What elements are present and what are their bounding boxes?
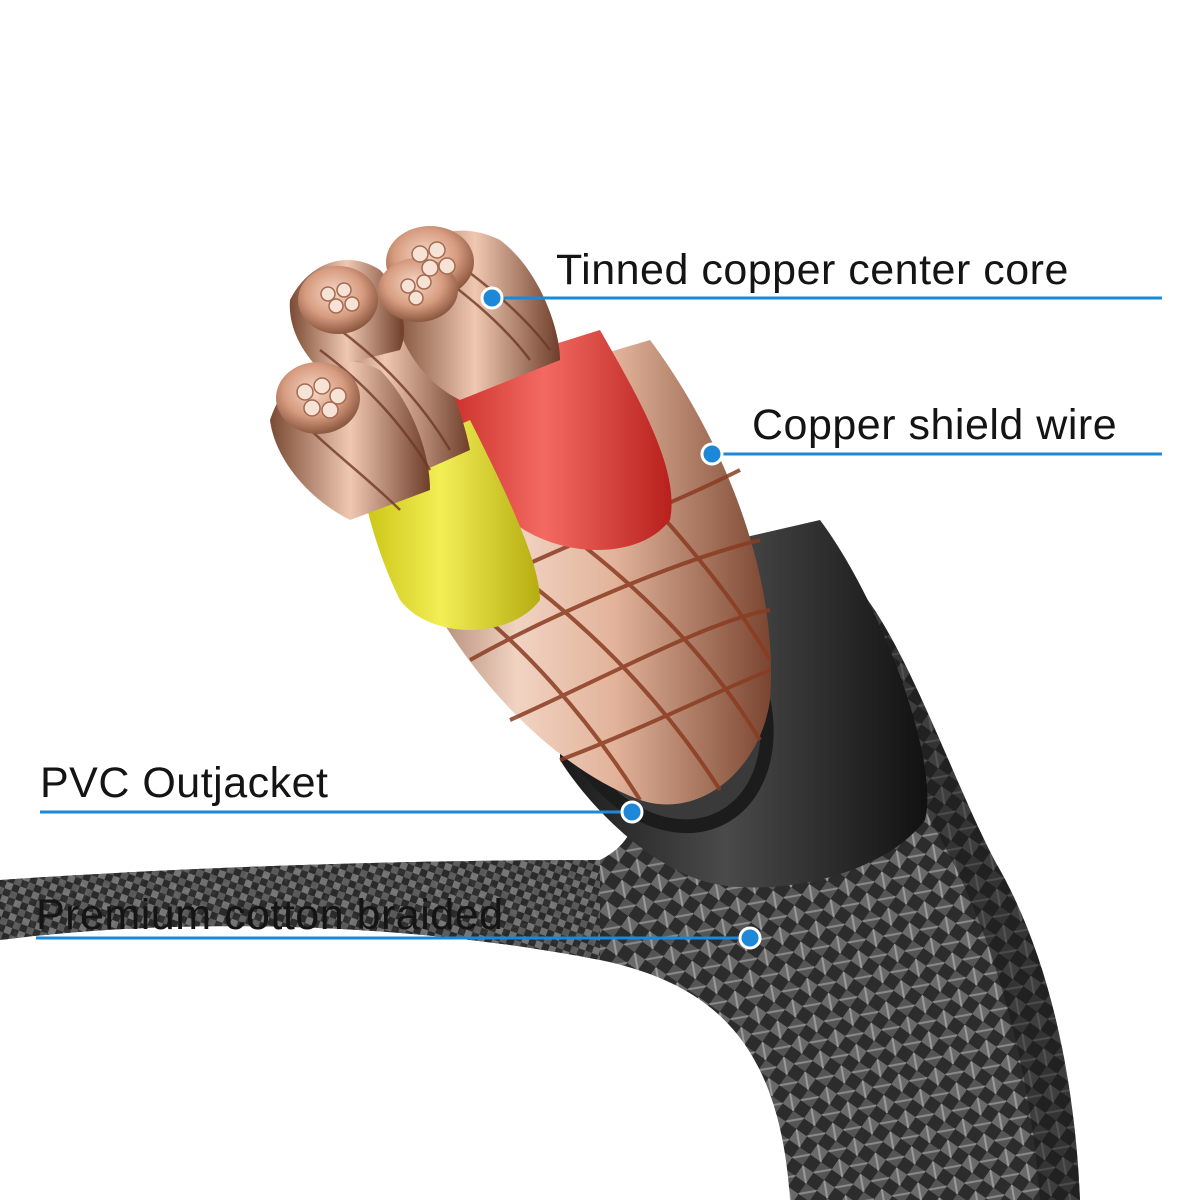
callout-shield-dot	[700, 442, 724, 466]
callout-braid-dot	[738, 926, 762, 950]
callout-pvc-dot	[620, 800, 644, 824]
callout-core	[480, 286, 1162, 310]
label-tinned-copper-core: Tinned copper center core	[556, 246, 1069, 294]
callout-braid	[36, 926, 762, 950]
label-copper-shield-wire: Copper shield wire	[752, 401, 1118, 449]
copper-strands	[270, 226, 560, 520]
callout-core-dot	[480, 286, 504, 310]
callout-shield	[700, 442, 1162, 466]
label-pvc-outjacket: PVC Outjacket	[40, 759, 329, 807]
callout-pvc	[40, 800, 644, 824]
label-cotton-braided: Premium cotton braided	[36, 891, 504, 939]
